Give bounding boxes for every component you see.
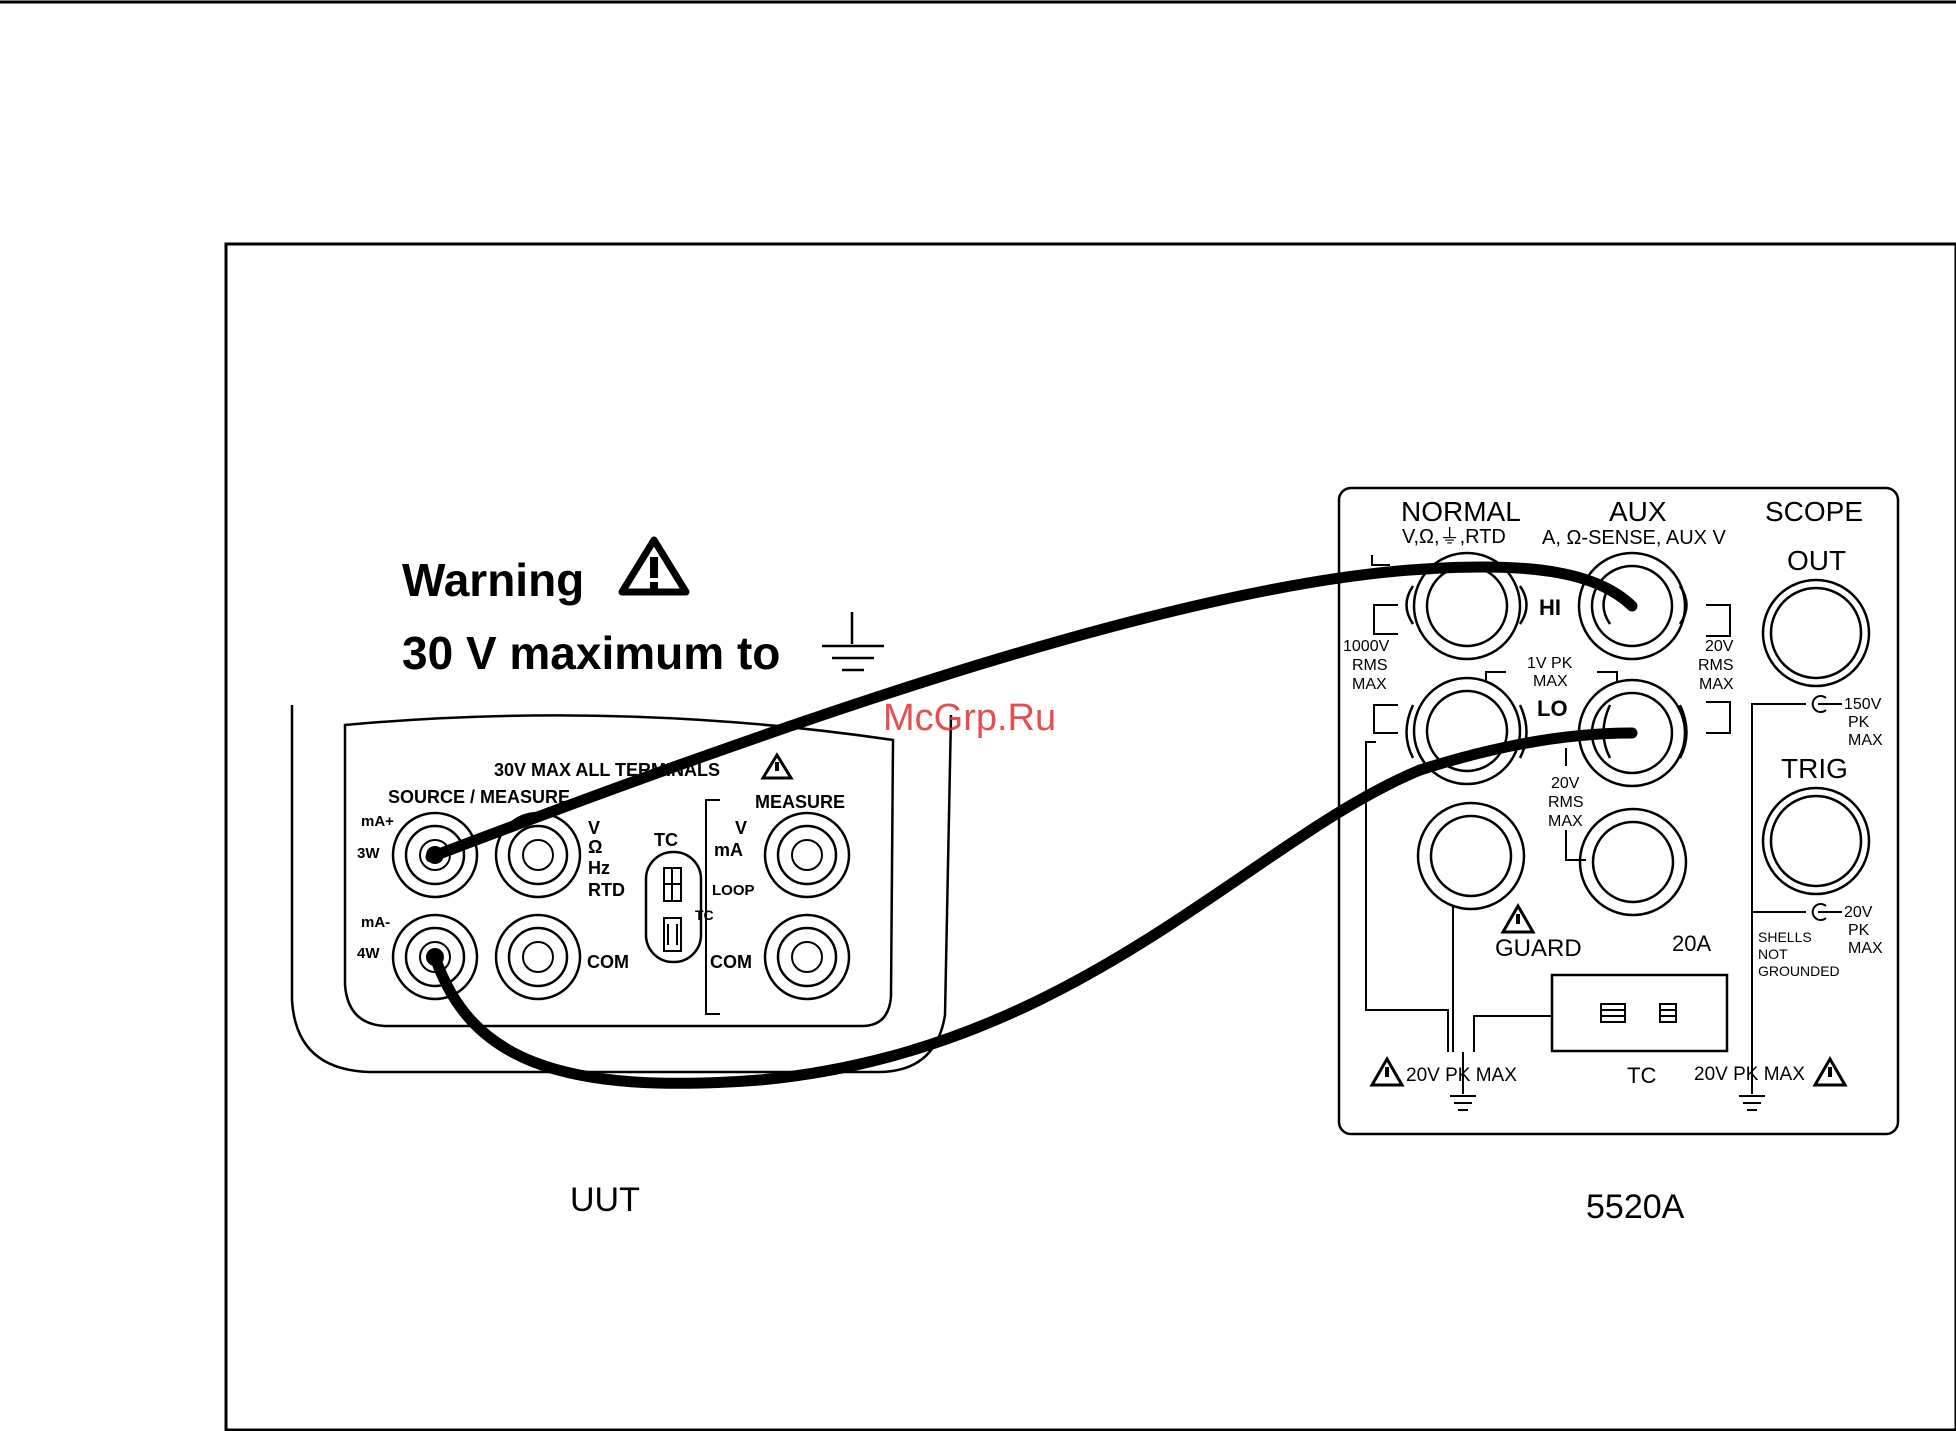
warning-text: 30 V maximum to bbox=[402, 627, 780, 679]
scope-label: SCOPE bbox=[1765, 496, 1863, 527]
uut-jack-measure-v[interactable] bbox=[763, 811, 851, 899]
tc-connector-box bbox=[1550, 973, 1729, 1053]
uut-com-left-label: COM bbox=[587, 952, 629, 972]
uut-jack-com-left[interactable] bbox=[494, 913, 582, 1001]
pk-max-right-warning-icon bbox=[1812, 1055, 1848, 1087]
ground-icon-right bbox=[1739, 1052, 1765, 1111]
pk-max-right-label: 20V PK MAX bbox=[1694, 1064, 1805, 1085]
uut-tc-label: TC bbox=[654, 830, 678, 850]
rating-20v-b: 20V bbox=[1551, 775, 1580, 792]
trig-label: TRIG bbox=[1781, 753, 1848, 784]
rating-max-5: MAX bbox=[1848, 732, 1883, 749]
grounded-label: GROUNDED bbox=[1758, 963, 1840, 979]
uut-rtd-label: RTD bbox=[588, 880, 625, 900]
shells-label: SHELLS bbox=[1758, 929, 1812, 945]
rating-max-4: MAX bbox=[1548, 813, 1583, 830]
uut-3w-label: 3W bbox=[357, 845, 380, 862]
tc-label: TC bbox=[1627, 1063, 1656, 1088]
rating-1000v: 1000V bbox=[1343, 638, 1390, 655]
normal-sublabel: V,Ω,⏚,RTD bbox=[1402, 526, 1506, 548]
uut-tc-small-label: TC bbox=[695, 907, 714, 923]
uut-tc-connector-icon bbox=[663, 867, 682, 952]
uut-tc-socket bbox=[644, 850, 703, 964]
rating-20v-a: 20V bbox=[1705, 638, 1734, 655]
rating-max-6: MAX bbox=[1848, 940, 1883, 957]
uut-hz-label: Hz bbox=[588, 858, 610, 878]
uut-jack-v-ohm[interactable] bbox=[494, 811, 582, 899]
uut-plug-hi bbox=[426, 846, 444, 864]
uut-measure-label: MEASURE bbox=[755, 792, 845, 812]
warning-icon bbox=[618, 536, 690, 596]
pk-max-left-warning-icon bbox=[1369, 1055, 1405, 1087]
uut-4w-label: 4W bbox=[357, 945, 380, 962]
uut-com-right-label: COM bbox=[710, 952, 752, 972]
hi-test-lead bbox=[425, 561, 1638, 863]
uut-panel bbox=[343, 714, 895, 1028]
uut-v2-label: V bbox=[735, 818, 747, 838]
lo-test-lead bbox=[429, 727, 1638, 1089]
uut-ma-minus-label: mA- bbox=[361, 914, 390, 931]
uut-label: UUT bbox=[570, 1181, 640, 1219]
pk-max-left-label: 20V PK MAX bbox=[1406, 1065, 1517, 1086]
internal-wiring bbox=[1365, 703, 1806, 1052]
normal-lo-jack[interactable] bbox=[1405, 676, 1528, 786]
out-label: OUT bbox=[1787, 545, 1846, 576]
rating-pk-2: PK bbox=[1848, 714, 1870, 731]
uut-ma-label: mA bbox=[714, 840, 743, 860]
rating-20v-c: 20V bbox=[1844, 904, 1873, 921]
rating-rms-3: RMS bbox=[1548, 794, 1584, 811]
guard-warning-icon bbox=[1500, 902, 1536, 934]
scope-trig-jack[interactable] bbox=[1761, 786, 1871, 896]
uut-jack-measure-com[interactable] bbox=[763, 913, 851, 1001]
rating-150v: 150V bbox=[1844, 696, 1882, 713]
ground-icon bbox=[822, 612, 884, 672]
calibrator-label: 5520A bbox=[1586, 1188, 1685, 1226]
uut-ohm-label: Ω bbox=[588, 837, 602, 857]
warning-block: Warning 30 V maximum to bbox=[402, 536, 884, 679]
tc-connector-icon bbox=[1600, 1003, 1677, 1023]
scope-trig-c-icon bbox=[1811, 903, 1842, 921]
uut-jack-ma-plus[interactable] bbox=[391, 811, 479, 899]
rating-max-3: MAX bbox=[1533, 673, 1568, 690]
rating-1v-pk: 1V PK bbox=[1527, 655, 1573, 672]
rating-max-2: MAX bbox=[1699, 676, 1734, 693]
scope-out-jack[interactable] bbox=[1761, 578, 1871, 688]
normal-hi-jack[interactable] bbox=[1405, 551, 1528, 661]
not-label: NOT bbox=[1758, 946, 1788, 962]
uut-measure-bracket bbox=[705, 799, 720, 1015]
watermark: McGrp.Ru bbox=[883, 697, 1056, 739]
rating-pk-3: PK bbox=[1848, 922, 1870, 939]
aux-sublabel: A, Ω-SENSE, AUX V bbox=[1542, 527, 1727, 549]
uut-warning-icon bbox=[760, 752, 794, 780]
scope-out-c-icon bbox=[1811, 695, 1842, 713]
calibrator-device: NORMAL V,Ω,⏚,RTD AUX A, Ω-SENSE, AUX V S… bbox=[1337, 486, 1900, 1226]
hi-label: HI bbox=[1539, 595, 1561, 620]
rating-rms-2: RMS bbox=[1698, 657, 1734, 674]
uut-loop-label: LOOP bbox=[712, 882, 755, 899]
uut-ma-plus-label: mA+ bbox=[361, 813, 394, 830]
test-leads bbox=[425, 561, 1638, 1089]
uut-v-label: V bbox=[588, 818, 600, 838]
guard-jack[interactable] bbox=[1416, 801, 1526, 911]
guard-label: GUARD bbox=[1495, 935, 1582, 962]
ground-icon-left bbox=[1450, 1052, 1476, 1111]
20a-jack[interactable] bbox=[1578, 807, 1688, 917]
warning-title: Warning bbox=[402, 554, 584, 606]
uut-device: 30V MAX ALL TERMINALS SOURCE / MEASURE m… bbox=[290, 705, 953, 1219]
normal-label: NORMAL bbox=[1401, 496, 1521, 527]
aux-label: AUX bbox=[1609, 496, 1667, 527]
uut-plug-lo bbox=[426, 948, 444, 966]
rating-rms-1: RMS bbox=[1352, 657, 1388, 674]
rating-max-1: MAX bbox=[1352, 676, 1387, 693]
figure-frame bbox=[224, 242, 1956, 1431]
20a-label: 20A bbox=[1672, 931, 1711, 956]
uut-source-measure-label: SOURCE / MEASURE bbox=[388, 787, 570, 807]
lo-label: LO bbox=[1537, 696, 1568, 721]
